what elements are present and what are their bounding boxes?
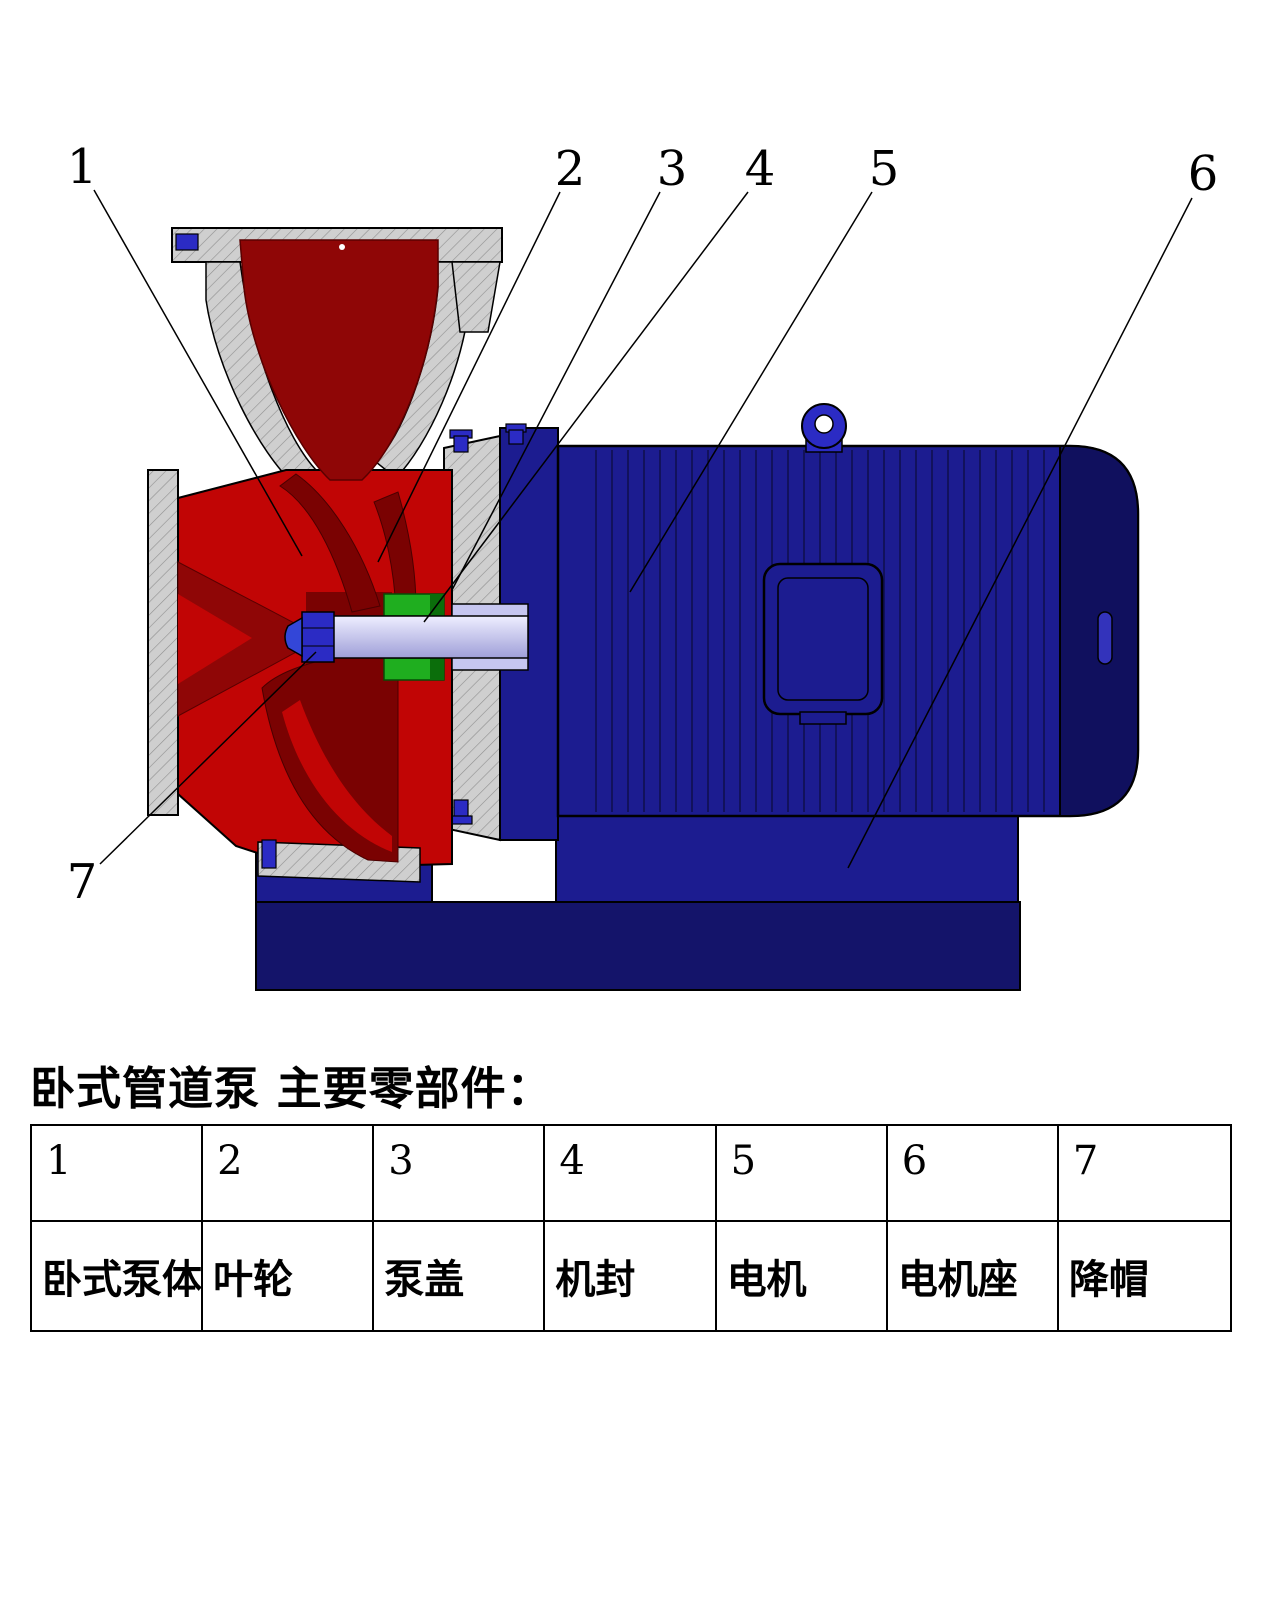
callout-6: 6 — [1188, 146, 1219, 202]
leader-line-1 — [93, 189, 303, 557]
leader-line-5 — [629, 191, 873, 593]
table-name-7: 降帽 — [1068, 1257, 1149, 1303]
leader-lines — [93, 189, 1193, 869]
seal-seat-lower — [430, 658, 444, 680]
shaft-cap-dome — [284, 616, 303, 658]
cover-bolt-top — [453, 435, 469, 453]
flange-bolt-top — [508, 429, 524, 445]
callout-3: 3 — [657, 141, 688, 197]
shaft — [329, 615, 529, 659]
pump-cross-section-diagram: 1 2 3 4 5 6 7 — [67, 139, 1219, 991]
terminal-box-lid — [777, 577, 869, 701]
motor-seat-block — [555, 815, 1019, 905]
table-num-2: 2 — [203, 1126, 375, 1222]
table-num-4: 4 — [545, 1126, 717, 1222]
table-num-1: 1 — [32, 1126, 204, 1222]
casing-bottom-bolt — [261, 839, 277, 869]
table-num-6: 6 — [887, 1126, 1059, 1222]
endcap-slot — [1097, 611, 1113, 665]
table-num-7: 7 — [1058, 1126, 1230, 1222]
callout-5: 5 — [869, 141, 900, 197]
impeller — [261, 473, 417, 863]
table-name-2: 叶轮 — [203, 1222, 375, 1330]
callout-4: 4 — [745, 141, 776, 197]
table-name-5: 电机 — [717, 1222, 888, 1330]
leader-line-2 — [377, 191, 561, 563]
callout-7: 7 — [67, 854, 98, 910]
shaft-cap-nut — [301, 611, 335, 663]
table-num-5: 5 — [716, 1126, 888, 1222]
parts-table: 1 2 3 4 5 6 7 卧式泵体 叶轮 泵盖 机封 电机 电机座 降帽 — [30, 1124, 1232, 1332]
cover-bolt-bottom-cap — [449, 815, 473, 825]
table-num-3: 3 — [374, 1126, 546, 1222]
shaft-assembly — [284, 603, 529, 671]
table-name-4: 机封 — [545, 1222, 717, 1330]
impeller-lower-passage — [282, 700, 392, 852]
table-name-6: 电机座 — [888, 1222, 1059, 1330]
impeller-blade-upper — [279, 473, 381, 613]
inlet-center-mark — [339, 244, 345, 250]
leader-line-3 — [451, 191, 661, 591]
mechanical-seal — [383, 593, 445, 681]
casing-rib-right — [451, 261, 501, 333]
cover-bolt-bottom — [453, 799, 469, 819]
inlet-flange-bolt — [175, 233, 199, 251]
page-title: 卧式管道泵 主要零部件： — [30, 1062, 553, 1115]
callout-1: 1 — [67, 139, 98, 195]
lifting-eye-hole — [814, 414, 834, 434]
motor — [499, 403, 1140, 841]
callout-2: 2 — [555, 141, 586, 197]
leader-line-4 — [423, 191, 749, 623]
table-name-1: 卧式泵体 — [32, 1222, 204, 1330]
terminal-box — [762, 562, 884, 716]
terminal-box-tab — [799, 711, 847, 725]
table-name-3: 泵盖 — [374, 1222, 546, 1330]
inlet-passage — [239, 239, 439, 481]
suction-cone-notch — [178, 594, 252, 684]
base-plate — [255, 901, 1021, 991]
leader-line-7 — [99, 651, 317, 865]
leader-line-6 — [847, 197, 1193, 869]
suction-flange — [147, 469, 179, 816]
